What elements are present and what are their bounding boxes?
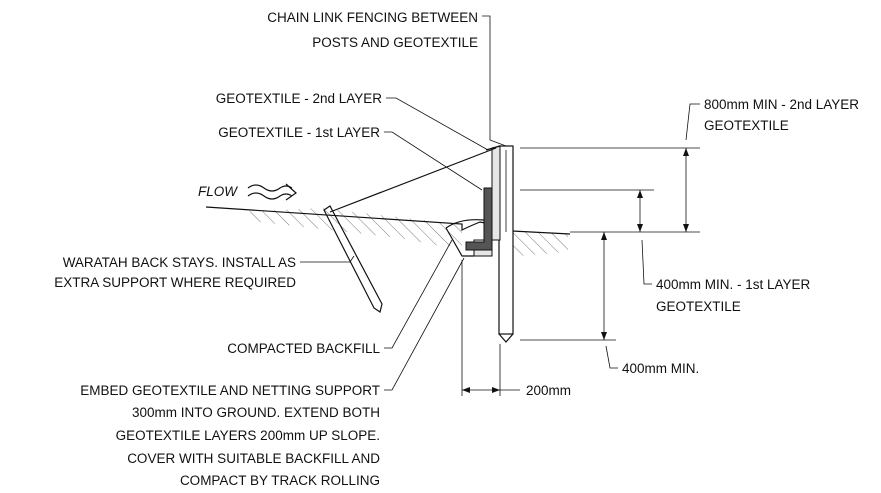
label-embed-line2: 300mm INTO GROUND. EXTEND BOTH — [132, 405, 380, 420]
leader-400-embed — [605, 345, 618, 369]
dim-label-200: 200mm — [526, 383, 571, 398]
waratah-stake — [323, 205, 383, 313]
leader-geotextile-2nd — [386, 97, 489, 151]
leader-800 — [685, 103, 700, 141]
label-embed-line5: COMPACT BY TRACK ROLLING — [180, 473, 380, 488]
dim-label-800-line1: 800mm MIN - 2nd LAYER — [704, 97, 859, 112]
leader-compacted-backfill — [384, 239, 453, 349]
dim-label-400-1st-line1: 400mm MIN. - 1st LAYER — [656, 277, 811, 292]
dim-arrow-400a-top — [637, 190, 643, 198]
leader-chain-link — [482, 15, 507, 147]
ground-hatch-right — [512, 232, 568, 256]
dim-label-400-1st-line2: GEOTEXTILE — [656, 299, 741, 314]
dim-arrow-800-top — [683, 148, 689, 156]
label-waratah-line1: WARATAH BACK STAYS. INSTALL AS — [63, 255, 296, 270]
dim-arrow-400b-top — [601, 232, 607, 240]
ground-line — [205, 206, 491, 231]
dim-arrow-200-right — [492, 387, 500, 393]
dim-label-400-embed: 400mm MIN. — [622, 361, 699, 376]
label-chain-link-line1: CHAIN LINK FENCING BETWEEN — [267, 10, 478, 25]
ground-line-right — [511, 230, 571, 235]
dim-label-800-line2: GEOTEXTILE — [704, 118, 789, 133]
geotextile-top-edge — [485, 145, 501, 151]
label-compacted-backfill: COMPACTED BACKFILL — [227, 341, 380, 356]
label-embed-line1: EMBED GEOTEXTILE AND NETTING SUPPORT — [80, 383, 380, 398]
leader-embed — [384, 257, 465, 391]
ground-hatch-left — [240, 208, 462, 246]
label-embed-line3: GEOTEXTILE LAYERS 200mm UP SLOPE. — [116, 428, 380, 443]
dim-arrow-200-left — [462, 387, 470, 393]
waratah-tie-line — [329, 147, 497, 213]
dim-arrow-400a-bot — [637, 224, 643, 232]
leader-400-1st — [641, 239, 652, 285]
label-flow: FLOW — [198, 184, 238, 199]
flow-arrow — [247, 183, 297, 201]
dim-arrow-800-bot — [683, 224, 689, 232]
label-chain-link-line2: POSTS AND GEOTEXTILE — [312, 35, 478, 50]
label-geotextile-2nd: GEOTEXTILE - 2nd LAYER — [216, 91, 383, 106]
label-embed-line4: COVER WITH SUITABLE BACKFILL AND — [127, 451, 380, 466]
leader-geotextile-1st — [384, 131, 483, 191]
label-geotextile-1st: GEOTEXTILE - 1st LAYER — [218, 125, 380, 140]
leader-waratah — [300, 255, 355, 263]
label-waratah-line2: EXTRA SUPPORT WHERE REQUIRED — [54, 275, 296, 290]
geotextile-1st-layer — [465, 187, 493, 251]
dim-arrow-400b-bot — [601, 332, 607, 340]
backfill-wedge — [445, 227, 474, 257]
fence-post-tip — [498, 333, 514, 343]
